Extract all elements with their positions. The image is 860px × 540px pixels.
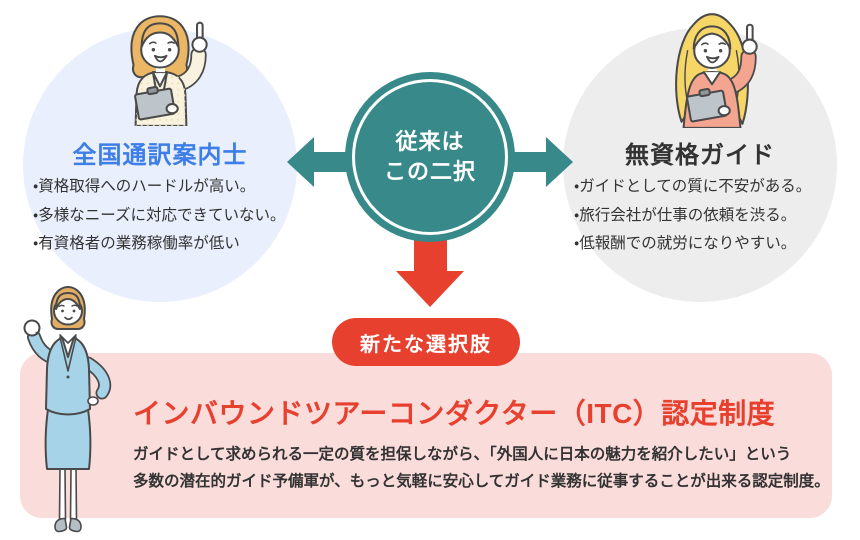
list-item: ・資格取得へのハードルが高い。 — [33, 178, 256, 195]
list-item: ・低報酬での就労になりやすい。 — [574, 235, 797, 253]
new-option-badge: 新たな選択肢 — [332, 318, 520, 366]
arrow-right-shaft — [509, 152, 554, 172]
licensed-guide-title: 全国通訳案内士 — [72, 142, 248, 169]
woman-itc-conductor-icon — [23, 286, 112, 533]
unlicensed-guide-points: ・ガイドとしての質に不安がある。 ・旅行会社が仕事の依頼を渋る。 ・低報酬での就… — [574, 173, 811, 259]
list-item: ・多様なニーズに対応できていない。 — [33, 206, 286, 224]
legacy-choice-label: 従来は この二択 — [384, 127, 476, 187]
list-item: ・旅行会社が仕事の依頼を渋る。 — [574, 206, 797, 224]
legacy-choice-line2: この二択 — [383, 159, 476, 184]
arrow-down-icon — [396, 271, 464, 307]
itc-description: ガイドとして求められる一定の質を担保しながら、「外国人に日本の魅力を紹介したい」… — [133, 441, 830, 495]
arrow-left-icon — [287, 137, 314, 187]
list-item: ・有資格者の業務稼働率が低い — [33, 235, 240, 253]
itc-panel — [20, 353, 832, 518]
itc-title: インバウンドツアーコンダクター（ITC）認定制度 — [133, 398, 776, 429]
legacy-choice-circle: 従来は この二択 — [345, 72, 515, 242]
unlicensed-guide-title: 無資格ガイド — [625, 142, 775, 169]
list-item: ・ガイドとしての質に不安がある。 — [574, 178, 812, 195]
legacy-choice-line1: 従来は — [395, 129, 465, 154]
arrow-left-shaft — [306, 152, 351, 172]
arrow-right-icon — [546, 137, 573, 187]
itc-description-line1: ガイドとして求められる一定の質を担保しながら、「外国人に日本の魅力を紹介したい」… — [133, 446, 792, 463]
licensed-guide-points: ・資格取得へのハードルが高い。 ・多様なニーズに対応できていない。 ・有資格者の… — [33, 173, 286, 259]
woman-unlicensed-guide-icon — [675, 13, 758, 128]
itc-description-line2: 多数の潜在的ガイド予備軍が、もっと気軽に安心してガイド業務に従事することが出来る… — [133, 473, 830, 490]
woman-licensed-guide-icon — [130, 15, 208, 126]
